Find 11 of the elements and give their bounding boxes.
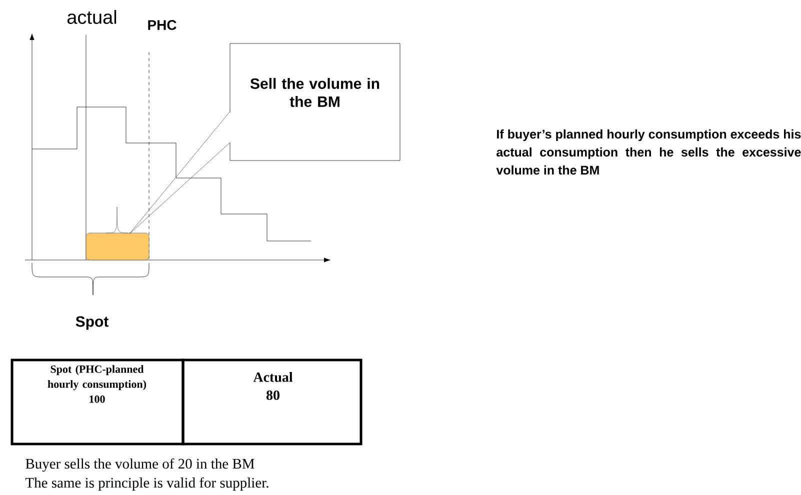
- note-text: If buyer’s planned hourly consumption exceeds his actual consumption then he sells the excessive volume in the BM: [496, 129, 801, 175]
- axis-label: PHC: [148, 20, 176, 30]
- volume-area: [86, 206, 150, 260]
- brace-label: Spot: [76, 316, 108, 330]
- note-text: Buyer sells the volume of 20 in the BM: [26, 458, 254, 472]
- callout-box: Sell the volume in the BM: [230, 43, 400, 161]
- note-text: The same is principle is valid for supplier.: [25, 477, 268, 491]
- callout-pointer: [129, 112, 230, 234]
- axis-label: actual: [67, 10, 116, 24]
- table-cell: Spot (PHC-planned hourly consumption) 100: [10, 358, 184, 446]
- table-cell: Actual 80: [182, 358, 362, 446]
